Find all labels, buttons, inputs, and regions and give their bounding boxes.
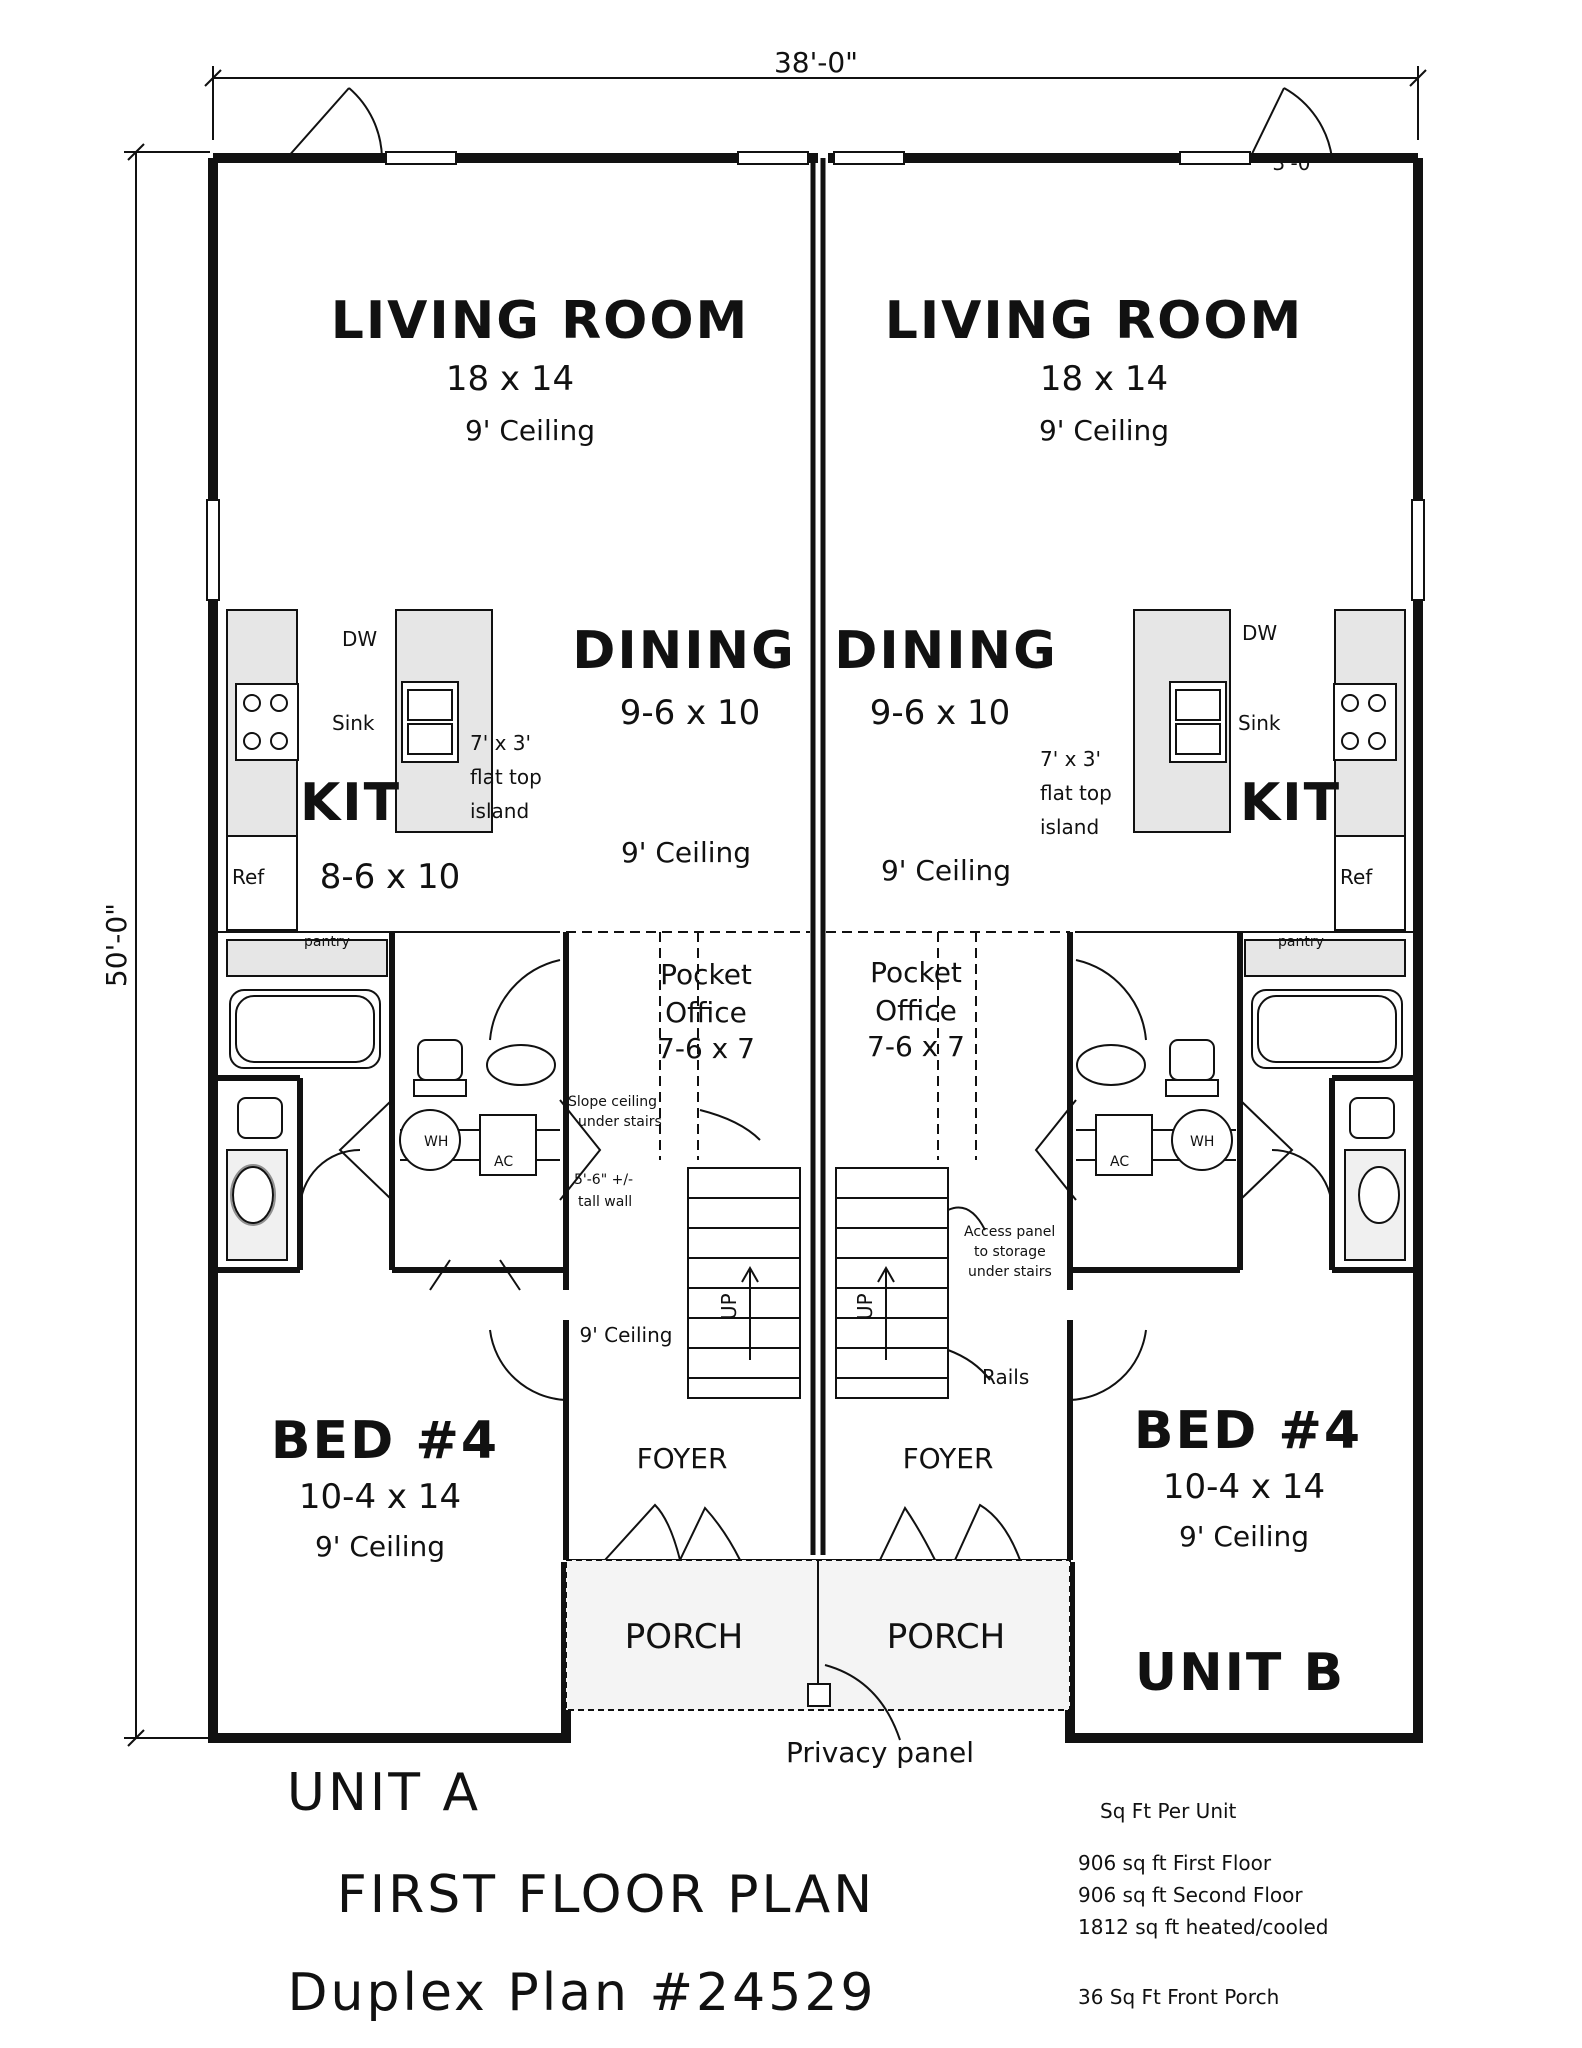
unit-b-interior-walls: [1034, 931, 1418, 1560]
unit-a-island-line1: 7' x 3': [470, 731, 531, 755]
porch-slab: [565, 1559, 1071, 1741]
unit-b-up-label: UP: [853, 1293, 877, 1320]
unit-b-living-name: LIVING ROOM: [885, 291, 1304, 351]
unit-a-ref-label: Ref: [232, 865, 265, 889]
unit-a-ac-label: AC: [494, 1154, 513, 1170]
unit-a-dining-size: 9-6 x 10: [620, 693, 761, 733]
unit-a-sink-label: Sink: [332, 711, 375, 735]
stairs: [687, 1109, 991, 1399]
unit-b-access-line3: under stairs: [968, 1264, 1052, 1280]
unit-a-living-ceiling: 9' Ceiling: [465, 414, 595, 447]
unit-b-living-size: 18 x 14: [1040, 359, 1168, 399]
unit-b-dw-label: DW: [1242, 621, 1277, 645]
unit-a-hall-ceiling: 9' Ceiling: [580, 1323, 673, 1347]
unit-b-dining-size: 9-6 x 10: [870, 693, 1011, 733]
unit-b-dining-name: DINING: [834, 621, 1058, 681]
unit-a-interior-walls: [213, 931, 602, 1560]
unit-b-pantry-label: pantry: [1278, 934, 1324, 950]
unit-a-label: UNIT A: [287, 1763, 481, 1823]
unit-b-label: UNIT B: [1135, 1643, 1345, 1703]
unit-b-wh-label: WH: [1190, 1134, 1214, 1150]
unit-a-wall-line1: 5'-6" +/-: [574, 1172, 633, 1188]
sqft-total: 1812 sq ft heated/cooled: [1078, 1915, 1328, 1939]
unit-b-kitchen-cabinets: [1133, 609, 1406, 977]
unit-a-wh-label: WH: [424, 1134, 448, 1150]
unit-a-dining-ceiling: 9' Ceiling: [621, 836, 751, 869]
rear-doors: [286, 87, 1333, 159]
unit-b-access-line1: Access panel: [964, 1224, 1055, 1240]
unit-b-bed-name: BED #4: [1134, 1401, 1362, 1461]
unit-b-office-line1: Pocket: [870, 956, 962, 989]
plan-title: FIRST FLOOR PLAN: [337, 1865, 875, 1925]
unit-a-kitchen-name: KIT: [300, 773, 401, 833]
office-dashed-lines: [566, 931, 1070, 1160]
front-windows: [206, 151, 1425, 601]
unit-b-sink-label: Sink: [1238, 711, 1281, 735]
privacy-panel-label: Privacy panel: [786, 1736, 974, 1769]
unit-b-island-line1: 7' x 3': [1040, 747, 1101, 771]
unit-b-foyer-label: FOYER: [903, 1442, 994, 1475]
sqft-heading: Sq Ft Per Unit: [1100, 1799, 1237, 1823]
unit-b-office-size: 7-6 x 7: [867, 1030, 965, 1063]
unit-a-office-size: 7-6 x 7: [657, 1032, 755, 1065]
foyer-doors: [604, 1503, 1021, 1561]
unit-b-bed-ceiling: 9' Ceiling: [1179, 1520, 1309, 1553]
unit-a-slope-line2: under stairs: [578, 1114, 662, 1130]
sqft-second-floor: 906 sq ft Second Floor: [1078, 1883, 1303, 1907]
sqft-porch: 36 Sq Ft Front Porch: [1078, 1985, 1279, 2009]
unit-a-living-name: LIVING ROOM: [331, 291, 750, 351]
unit-b-ref-label: Ref: [1340, 865, 1373, 889]
unit-b-bed-size: 10-4 x 14: [1163, 1467, 1325, 1507]
unit-b-kitchen-name: KIT: [1240, 773, 1341, 833]
unit-a-wall-line2: tall wall: [578, 1194, 632, 1210]
unit-b-living-ceiling: 9' Ceiling: [1039, 414, 1169, 447]
unit-a-office-line2: Office: [665, 996, 747, 1029]
unit-a-slope-line1: Slope ceiling: [568, 1094, 657, 1110]
unit-a-dw-label: DW: [342, 627, 377, 651]
plan-name: Duplex Plan #24529: [288, 1963, 877, 2023]
dimension-lines: [124, 66, 1427, 1747]
unit-a-kitchen-cabinets: [226, 609, 493, 977]
unit-b-ac-label: AC: [1110, 1154, 1129, 1170]
unit-a-bed-size: 10-4 x 14: [299, 1477, 461, 1517]
unit-b-rails-label: Rails: [982, 1365, 1029, 1389]
unit-b-dining-ceiling: 9' Ceiling: [881, 854, 1011, 887]
unit-b-island-line2: flat top: [1040, 781, 1112, 805]
unit-a-island-line3: island: [470, 799, 529, 823]
unit-a-island-line2: flat top: [470, 765, 542, 789]
unit-a-living-size: 18 x 14: [446, 359, 574, 399]
unit-a-dining-name: DINING: [572, 621, 796, 681]
unit-b-porch-label: PORCH: [887, 1617, 1006, 1657]
unit-a-pantry-label: pantry: [304, 934, 350, 950]
unit-a-foyer-label: FOYER: [637, 1442, 728, 1475]
unit-b-office-line2: Office: [875, 994, 957, 1027]
overall-depth-dimension: 50'-0": [100, 903, 133, 987]
unit-b-island-line3: island: [1040, 815, 1099, 839]
unit-b-access-line2: to storage: [974, 1244, 1046, 1260]
unit-a-kitchen-size: 8-6 x 10: [320, 857, 461, 897]
unit-a-up-label: UP: [717, 1293, 741, 1320]
unit-a-bed-ceiling: 9' Ceiling: [315, 1530, 445, 1563]
unit-a-porch-label: PORCH: [625, 1617, 744, 1657]
overall-width-dimension: 38'-0": [774, 46, 858, 79]
sqft-first-floor: 906 sq ft First Floor: [1078, 1851, 1272, 1875]
unit-a-office-line1: Pocket: [660, 958, 752, 991]
unit-a-bed-name: BED #4: [271, 1411, 499, 1471]
